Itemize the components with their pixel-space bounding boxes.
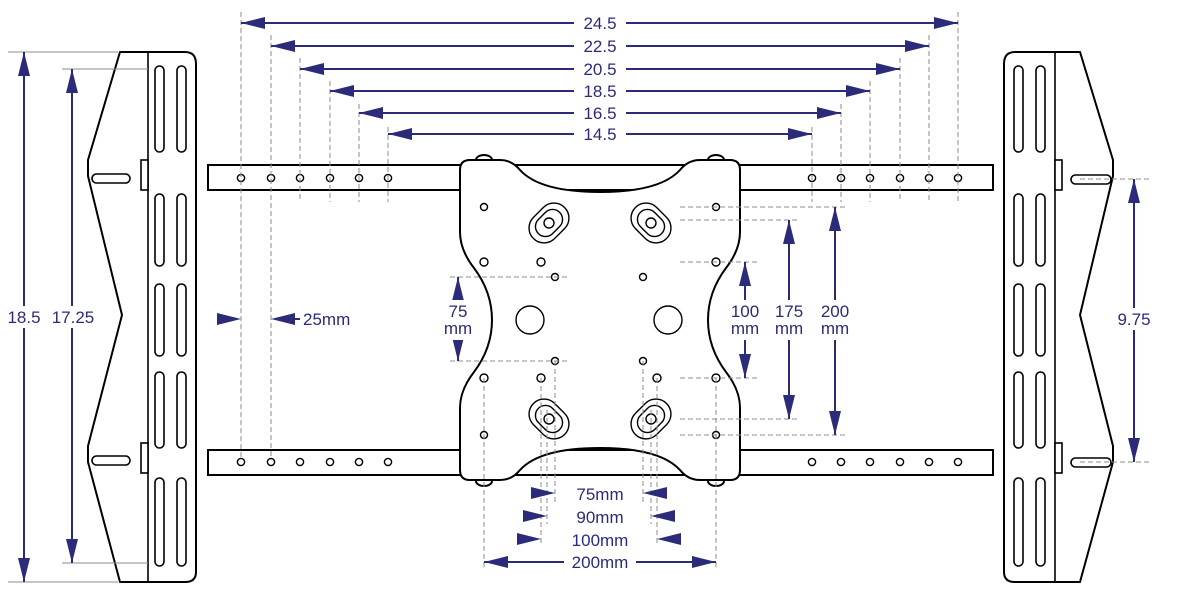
width-200mm-label: 200mm xyxy=(572,553,629,572)
rail-hole xyxy=(895,457,905,467)
left-bracket-slots xyxy=(154,65,187,567)
height-17.25-label: 17.25 xyxy=(52,308,95,327)
vertical-100mm-dimension: 100 mm xyxy=(727,262,763,378)
right-bracket xyxy=(1003,51,1114,583)
bottom-width-dimensions: 75mm 90mm 100mm 200mm xyxy=(484,485,716,573)
width-18.5-label: 18.5 xyxy=(583,82,616,101)
width-20.5-label: 20.5 xyxy=(583,60,616,79)
rail-hole xyxy=(325,457,335,467)
rail-hole xyxy=(295,457,305,467)
vertical-100-value: 100 xyxy=(731,302,759,321)
vertical-200mm-dimension: 200 mm xyxy=(817,207,853,435)
extension-lines xyxy=(8,12,1150,583)
rail-hole xyxy=(953,457,963,467)
vertical-200-value: 200 xyxy=(821,302,849,321)
rail-hole xyxy=(807,457,817,467)
right-spacing-dimension: 9.75 xyxy=(1110,179,1158,462)
vesa-plate xyxy=(459,154,741,487)
right-bracket-slots xyxy=(1013,65,1046,567)
top-width-dimensions: 24.5 22.5 20.5 18.5 16.5 14.5 xyxy=(241,12,958,145)
rail-hole xyxy=(383,457,393,467)
width-14.5-label: 14.5 xyxy=(583,125,616,144)
width-75mm-label: 75mm xyxy=(576,485,623,504)
rails xyxy=(207,164,994,476)
rail-hole xyxy=(266,457,276,467)
rail-hole xyxy=(836,457,846,467)
vertical-100-unit: mm xyxy=(731,319,759,338)
spacing-9.75-label: 9.75 xyxy=(1117,310,1150,329)
rail-hole xyxy=(236,457,246,467)
vertical-200-unit: mm xyxy=(821,319,849,338)
rail-hole xyxy=(924,457,934,467)
left-height-dimensions: 18.5 17.25 xyxy=(4,52,100,582)
hole-spacing-dimension: 25mm xyxy=(217,310,350,329)
rail-hole xyxy=(354,457,364,467)
vertical-75-unit: mm xyxy=(444,319,472,338)
left-bracket xyxy=(87,51,197,583)
vertical-75-value: 75 xyxy=(449,302,468,321)
rail-hole xyxy=(865,457,875,467)
vertical-175mm-dimension: 175 mm xyxy=(771,220,807,419)
vertical-75mm-dimension: 75 mm xyxy=(442,277,474,361)
height-18.5-label: 18.5 xyxy=(7,308,40,327)
width-16.5-label: 16.5 xyxy=(583,104,616,123)
vertical-175-unit: mm xyxy=(775,319,803,338)
width-100mm-label: 100mm xyxy=(572,531,629,550)
vertical-175-value: 175 xyxy=(775,302,803,321)
width-24.5-label: 24.5 xyxy=(583,14,616,33)
width-22.5-label: 22.5 xyxy=(583,37,616,56)
width-90mm-label: 90mm xyxy=(576,508,623,527)
hole-spacing-25mm-label: 25mm xyxy=(303,310,350,329)
